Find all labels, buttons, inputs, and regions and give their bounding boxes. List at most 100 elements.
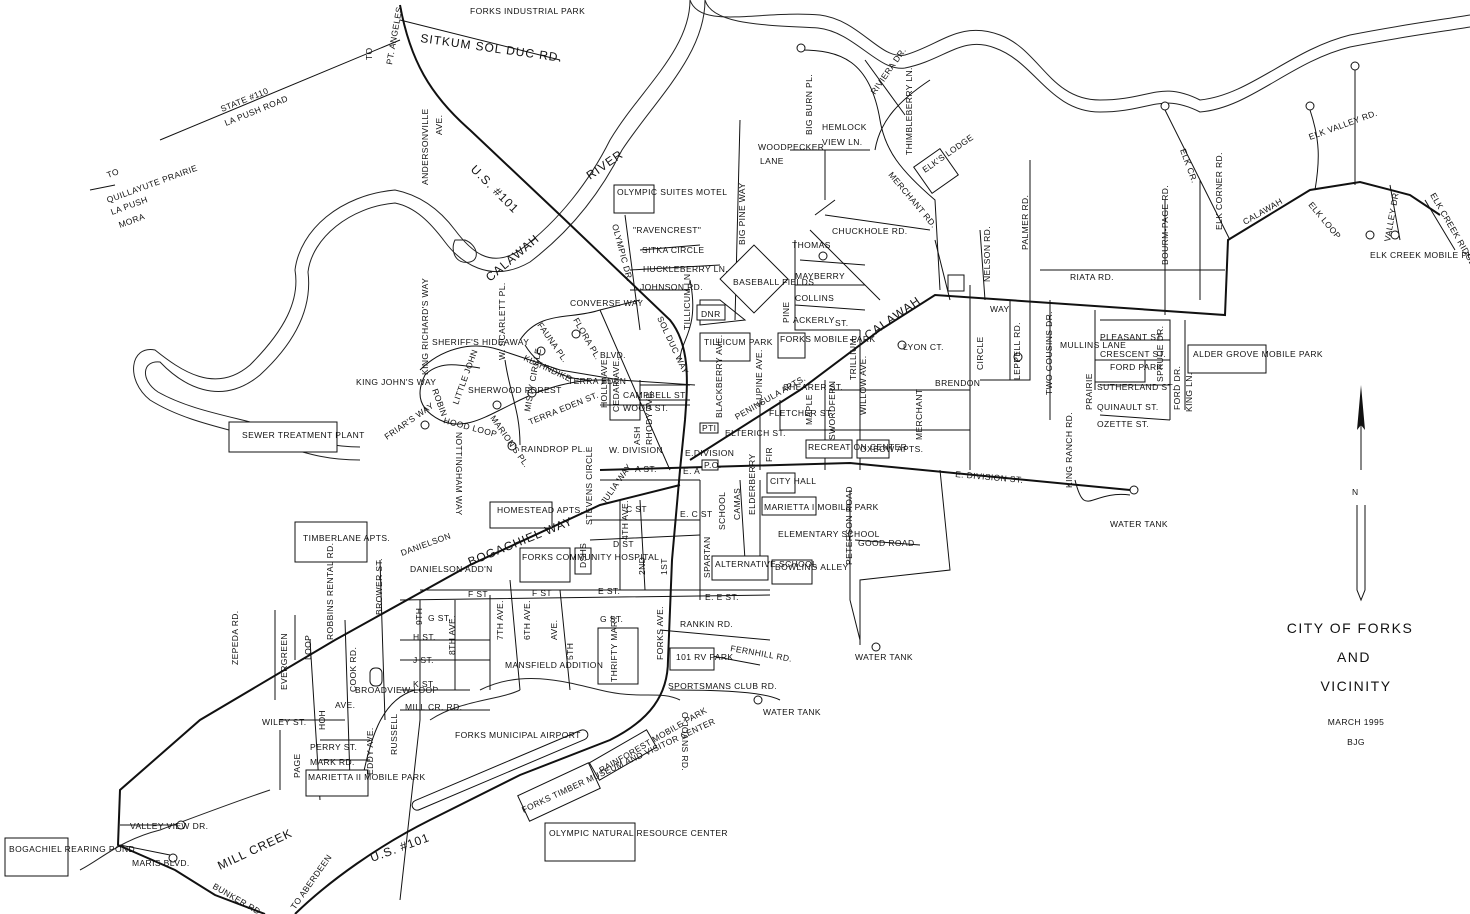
label: CIRCLE	[975, 336, 985, 370]
label: MILL CR. RD.	[405, 702, 462, 712]
label: SEWER TREATMENT PLANT	[242, 430, 365, 440]
label: VIEW LN.	[822, 137, 863, 147]
label: LEPPELL RD.	[1012, 322, 1022, 380]
label: RUSSELL	[389, 713, 399, 755]
label: LUPINE AVE.	[754, 349, 764, 405]
label: KING LN.	[1184, 372, 1194, 412]
label: STEVENS CIRCLE	[584, 446, 594, 525]
label: MARIETTA I MOBILE PARK	[764, 502, 879, 512]
label: COOK RD.	[348, 647, 358, 692]
label: PT. ANGELES	[384, 6, 404, 66]
label: F ST	[468, 589, 488, 599]
label: TILLICUM PARK	[704, 337, 773, 347]
label: ST.	[835, 318, 848, 328]
label: WOOD ST.	[623, 403, 668, 413]
label: FORKS AVE.	[655, 606, 665, 660]
label: E. C ST	[680, 509, 713, 519]
label: HEMLOCK	[822, 122, 867, 132]
label: THIMBLEBERRY LN.	[904, 67, 914, 155]
label: MAPLE	[804, 394, 814, 425]
label: PAGE	[292, 753, 302, 778]
label: BASEBALL FIELDS	[733, 277, 814, 287]
label: FORKS MOBILE PARK	[780, 334, 875, 344]
label: ELK CR.	[1178, 147, 1200, 184]
label: J ST.	[413, 655, 434, 665]
label: ELK CORNER RD.	[1214, 152, 1224, 230]
label: TILLICUM LN	[682, 274, 692, 330]
label: SHERWOOD FOREST	[468, 385, 562, 395]
label: SHEARER ST.	[783, 382, 843, 392]
airport-runway	[411, 729, 589, 811]
label: WATER TANK	[1110, 519, 1168, 529]
label: CHUCKHOLE RD.	[832, 226, 908, 236]
label: CALAWAH	[1241, 196, 1284, 227]
label: 6TH AVE.	[522, 600, 532, 640]
label: RANKIN RD.	[680, 619, 733, 629]
label: ROBIN	[430, 387, 449, 418]
bogachiel-way	[116, 484, 681, 914]
label: AVE.	[335, 700, 355, 710]
label: F ST	[532, 588, 552, 598]
label: PETERSON ROAD	[844, 486, 854, 565]
label: SPRUCE DR.	[1155, 326, 1165, 382]
label: 4TH AVE.	[620, 500, 630, 540]
label: HOLLY AVE.	[599, 356, 609, 408]
label: FLETCHER ST.	[769, 408, 833, 418]
label: RAINFOREST MOBILE PARK	[597, 705, 708, 775]
label: W. SCARLETT PL.	[497, 282, 507, 360]
label: SPARTAN	[702, 536, 712, 578]
label: O-JOANS RD.	[680, 712, 690, 771]
label: OXBOW APTS.	[860, 444, 923, 454]
label: MORA	[117, 211, 146, 230]
label: KING RICHARD'S WAY	[420, 278, 430, 375]
calawah-way	[689, 180, 1441, 461]
us-101	[294, 4, 688, 914]
label: G ST.	[428, 613, 451, 623]
calawah-river	[133, 0, 1470, 461]
label: MILL CREEK	[215, 826, 294, 873]
label: E. E ST.	[705, 592, 739, 602]
label: SCHOOL	[717, 492, 727, 530]
label: WATER TANK	[763, 707, 821, 717]
label: OLYMPIC NATURAL RESOURCE CENTER	[549, 828, 728, 838]
label: PINE	[781, 302, 791, 323]
label: BROADVIEW LOOP	[355, 685, 439, 695]
label: WILEY ST.	[262, 717, 307, 727]
label: 2ND	[637, 557, 647, 575]
label: 101 RV PARK	[676, 652, 733, 662]
label: LYON CT.	[903, 342, 944, 352]
label: E.DIVISION	[685, 448, 734, 458]
label: BIG BURN PL.	[804, 74, 814, 135]
label: MAYBERRY	[795, 271, 845, 281]
label: ELDERBERRY	[747, 454, 757, 515]
label: FORD PARK	[1110, 362, 1163, 372]
label: BOWLING ALLEY	[775, 562, 849, 572]
label: ALDER GROVE MOBILE PARK	[1193, 349, 1323, 359]
label: RIATA RD.	[1070, 272, 1114, 282]
title-line3: VICINITY	[1320, 678, 1391, 694]
label: BROWER ST.	[374, 558, 384, 615]
label: K ST.	[413, 679, 435, 689]
title-line1: CITY OF FORKS	[1287, 620, 1414, 636]
label: FORD DR.	[1172, 366, 1182, 410]
cul-de-sacs	[168, 43, 1400, 863]
label: BRENDON	[935, 378, 980, 388]
label: SUTHERLAND ST.	[1097, 382, 1175, 392]
label: JOHNSON RD.	[640, 282, 703, 292]
label: BLACKBERRY AVE.	[714, 335, 724, 418]
label: CAMPBELL ST.	[623, 390, 687, 400]
title-line2: AND	[1337, 649, 1371, 665]
label: LANE	[760, 156, 784, 166]
label: PERRY ST.	[310, 742, 357, 752]
label: 7TH AVE.	[495, 600, 505, 640]
label: FLORA PL.	[571, 316, 603, 361]
label: THRIFTY MART	[609, 615, 619, 682]
label: QUINAULT ST.	[1097, 402, 1159, 412]
label: EDDY AVE.	[365, 727, 375, 775]
label: MARK RD.	[310, 757, 355, 767]
facility-boxes	[4, 148, 1267, 877]
label: DANIELSON ADD'N	[410, 564, 493, 574]
label: RECREATION CENTER	[808, 442, 907, 452]
